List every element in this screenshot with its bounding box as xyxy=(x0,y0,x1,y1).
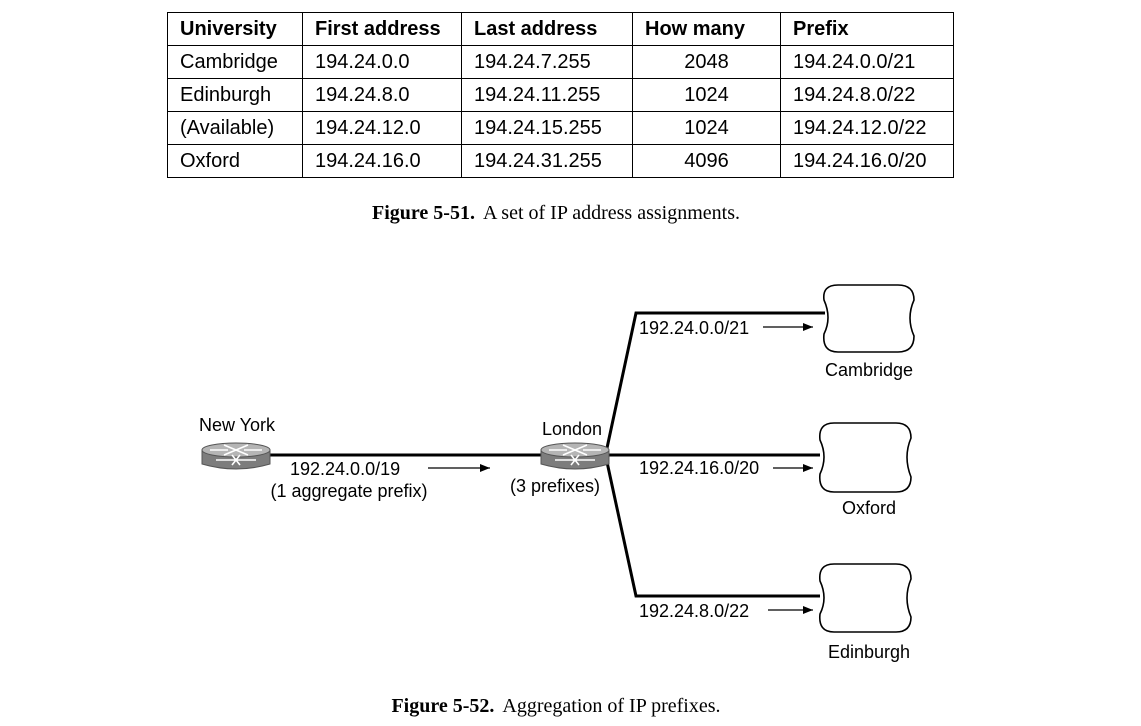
network-cloud-icon xyxy=(818,563,912,633)
table-row: Oxford 194.24.16.0 194.24.31.255 4096 19… xyxy=(167,144,954,178)
table-cell: 194.24.12.0 xyxy=(302,111,462,145)
table-cell: 194.24.11.255 xyxy=(461,78,633,112)
table-cell: 194.24.8.0 xyxy=(302,78,462,112)
router-icon xyxy=(201,442,271,470)
table-row: Cambridge 194.24.0.0 194.24.7.255 2048 1… xyxy=(167,45,954,79)
edinburgh-label: Edinburgh xyxy=(828,642,910,662)
table-cell: 1024 xyxy=(632,78,781,112)
cambridge-prefix-label: 192.24.0.0/21 xyxy=(639,318,749,338)
table-cell: 2048 xyxy=(632,45,781,79)
aggregate-note-label: (1 aggregate prefix) xyxy=(270,481,427,501)
table-cell: (Available) xyxy=(167,111,303,145)
table-cell: 194.24.12.0/22 xyxy=(780,111,954,145)
table-cell: 194.24.0.0 xyxy=(302,45,462,79)
oxford-label: Oxford xyxy=(842,498,896,518)
new-york-label: New York xyxy=(199,415,276,435)
table-cell: 194.24.0.0/21 xyxy=(780,45,954,79)
figure-number: Figure 5-51. xyxy=(372,202,475,224)
table-header-row: University First address Last address Ho… xyxy=(167,12,954,46)
edinburgh-prefix-label: 192.24.8.0/22 xyxy=(639,601,749,621)
column-header: How many xyxy=(632,12,781,46)
route-arrows xyxy=(428,323,813,614)
london-note-label: (3 prefixes) xyxy=(510,476,600,496)
ip-assignment-table: University First address Last address Ho… xyxy=(167,12,954,178)
network-links xyxy=(270,311,825,598)
table-cell: Oxford xyxy=(167,144,303,178)
table-row: (Available) 194.24.12.0 194.24.15.255 10… xyxy=(167,111,954,145)
table-cell: 194.24.16.0 xyxy=(302,144,462,178)
london-cambridge-link xyxy=(605,311,825,449)
figure-caption-text: Aggregation of IP prefixes. xyxy=(502,695,721,717)
column-header: Prefix xyxy=(780,12,954,46)
column-header: University xyxy=(167,12,303,46)
aggregate-prefix-label: 192.24.0.0/19 xyxy=(290,459,400,479)
figure-caption: Figure 5-52. Aggregation of IP prefixes. xyxy=(0,695,1112,718)
table-cell: 194.24.16.0/20 xyxy=(780,144,954,178)
figure-number: Figure 5-52. xyxy=(391,695,495,717)
network-cloud-icon xyxy=(818,422,912,493)
london-label: London xyxy=(542,419,602,439)
column-header: First address xyxy=(302,12,462,46)
table-row: Edinburgh 194.24.8.0 194.24.11.255 1024 … xyxy=(167,78,954,112)
table-cell: Edinburgh xyxy=(167,78,303,112)
network-cloud-icon xyxy=(822,284,915,353)
router-icon xyxy=(540,442,610,470)
oxford-prefix-label: 192.24.16.0/20 xyxy=(639,458,759,478)
figure-caption: Figure 5-51. A set of IP address assignme… xyxy=(0,202,1112,225)
cambridge-label: Cambridge xyxy=(825,360,913,380)
figure-caption-text: A set of IP address assignments. xyxy=(482,202,740,224)
table-cell: 194.24.7.255 xyxy=(461,45,633,79)
london-edinburgh-link xyxy=(605,461,820,598)
table-cell: 194.24.8.0/22 xyxy=(780,78,954,112)
